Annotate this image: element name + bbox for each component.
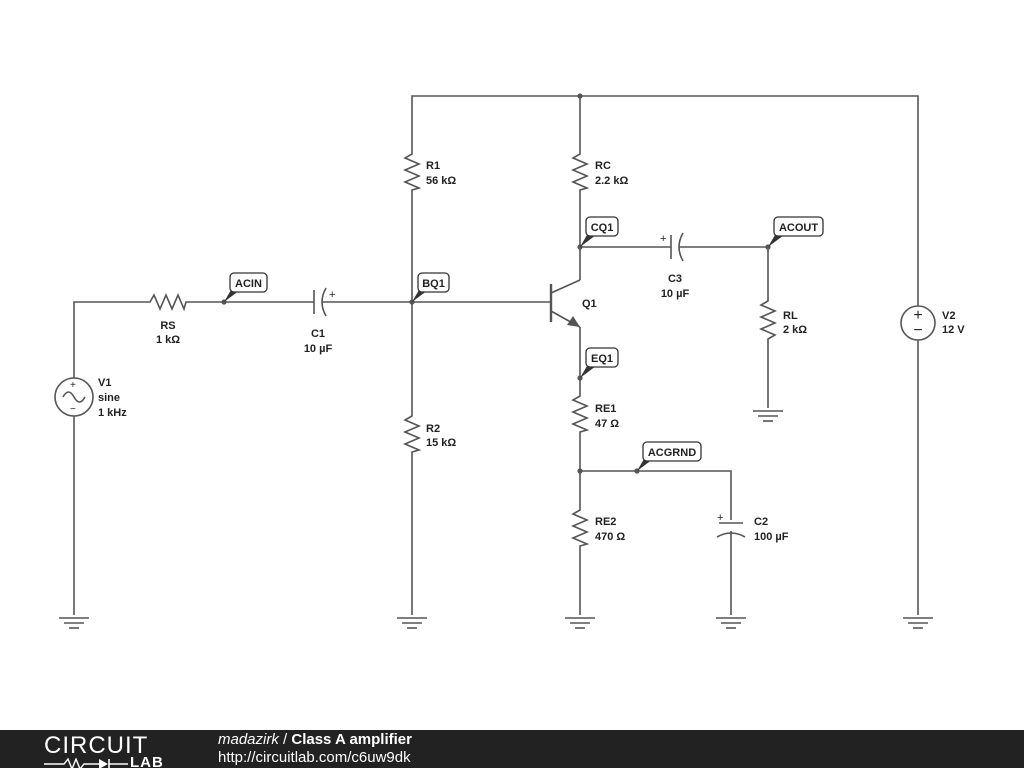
source-v1[interactable]: + − V1 sine 1 kHz — [54, 377, 127, 419]
r2-value: 15 kΩ — [426, 437, 456, 449]
footer-title-line: madazirk / Class A amplifier — [218, 731, 412, 748]
junction-dot — [577, 468, 583, 474]
circuit-schematic: RS 1 kΩ R1 56 kΩ R2 15 kΩ RC 2.2 kΩ RL 2… — [54, 93, 965, 629]
c3-value: 10 µF — [661, 288, 690, 300]
rc-name: RC — [595, 160, 611, 172]
capacitor-c1[interactable]: + C1 10 µF — [304, 287, 336, 355]
resistor-zigzag — [570, 506, 590, 550]
resistor-re1[interactable]: RE1 47 Ω — [570, 392, 619, 436]
acgrnd-wire — [580, 470, 732, 520]
ground-icon — [753, 410, 783, 422]
source-v2[interactable]: + − V2 12 V — [900, 305, 965, 341]
resistor-r1[interactable]: R1 56 kΩ — [402, 150, 456, 194]
acout-label: ACOUT — [779, 222, 818, 234]
re2-name: RE2 — [595, 516, 616, 528]
c1-plus-sign: + — [329, 289, 335, 301]
net-label-acout[interactable]: ACOUT — [768, 216, 824, 247]
v2-name: V2 — [942, 310, 955, 322]
net-label-acgrnd[interactable]: ACGRND — [637, 441, 702, 471]
capacitor-c3[interactable]: + C3 10 µF — [660, 232, 690, 300]
c2-name: C2 — [754, 516, 768, 528]
re1-name: RE1 — [595, 403, 616, 415]
rl-name: RL — [783, 310, 798, 322]
circuit-url-link[interactable]: http://circuitlab.com/c6uw9dk — [218, 749, 411, 766]
ground-icon — [903, 617, 933, 629]
rs-value: 1 kΩ — [156, 334, 180, 346]
capacitor-c2[interactable]: + C2 100 µF — [716, 512, 789, 543]
ground-symbols — [59, 410, 933, 629]
footer-bar: CIRCUIT LAB madazirk / Class A amplifier… — [0, 730, 1024, 771]
v2-value: 12 V — [942, 324, 965, 336]
resistor-re2[interactable]: RE2 470 Ω — [570, 506, 625, 550]
circuitlab-logo[interactable]: CIRCUIT LAB — [44, 732, 163, 771]
resistor-zigzag — [758, 297, 778, 343]
source-circle — [900, 305, 936, 341]
c1-value: 10 µF — [304, 343, 333, 355]
v1-type: sine — [98, 392, 120, 404]
circuit-title: Class A amplifier — [291, 731, 412, 748]
q1-name: Q1 — [582, 298, 597, 310]
bq1-label: BQ1 — [422, 278, 445, 290]
resistor-rs[interactable]: RS 1 kΩ — [146, 292, 190, 346]
sine-wave-icon — [62, 391, 86, 403]
rl-value: 2 kΩ — [783, 324, 807, 336]
capacitor-curved-plate — [716, 532, 746, 538]
capacitor-curved-plate — [678, 232, 684, 262]
logo-top-text: CIRCUIT — [44, 732, 149, 759]
ground-icon — [59, 617, 89, 629]
wires — [73, 95, 919, 615]
r1-name: R1 — [426, 160, 440, 172]
v2-minus-sign: − — [913, 322, 922, 339]
transistor-emitter-arrow — [567, 316, 580, 327]
c3-name: C3 — [668, 273, 682, 285]
r1-value: 56 kΩ — [426, 175, 456, 187]
r2-name: R2 — [426, 423, 440, 435]
transistor-collector-lead — [550, 279, 581, 294]
acin-label: ACIN — [235, 278, 262, 290]
junction-dot — [577, 93, 583, 99]
transistor-emitter-join — [575, 324, 581, 328]
source-circle — [54, 377, 94, 417]
title-separator: / — [283, 731, 288, 748]
v1-name: V1 — [98, 377, 111, 389]
ground-icon — [565, 617, 595, 629]
logo-bottom-text: LAB — [130, 754, 164, 771]
net-label-cq1[interactable]: CQ1 — [580, 216, 619, 247]
v1-minus-sign: − — [70, 404, 76, 415]
net-label-acin[interactable]: ACIN — [224, 272, 268, 302]
c1-name: C1 — [311, 328, 325, 340]
resistor-zigzag — [402, 412, 422, 456]
ground-icon — [397, 617, 427, 629]
resistor-rc[interactable]: RC 2.2 kΩ — [570, 150, 628, 194]
resistor-zigzag — [146, 292, 190, 312]
resistor-zigzag — [570, 392, 590, 436]
author-link[interactable]: madazirk — [218, 731, 279, 748]
rs-name: RS — [160, 320, 175, 332]
resistor-zigzag — [402, 150, 422, 194]
v1-plus-sign: + — [70, 380, 76, 391]
rc-value: 2.2 kΩ — [595, 175, 628, 187]
logo-waveform-icon — [44, 758, 128, 770]
net-label-bq1[interactable]: BQ1 — [412, 272, 450, 302]
re2-value: 470 Ω — [595, 531, 625, 543]
net-label-eq1[interactable]: EQ1 — [580, 347, 619, 378]
eq1-label: EQ1 — [591, 353, 613, 365]
re1-value: 47 Ω — [595, 418, 619, 430]
resistor-r2[interactable]: R2 15 kΩ — [402, 412, 456, 456]
top-rail-wire — [411, 95, 919, 306]
acgrnd-label: ACGRND — [648, 447, 696, 459]
v1-top-wire — [73, 301, 146, 378]
transistor-q1[interactable]: Q1 — [549, 279, 597, 328]
junctions — [221, 93, 771, 474]
ground-icon — [716, 617, 746, 629]
c2-value: 100 µF — [754, 531, 789, 543]
v1-frequency: 1 kHz — [98, 407, 127, 419]
capacitor-curved-plate — [321, 287, 327, 317]
c3-plus-sign: + — [660, 233, 666, 245]
resistor-zigzag — [570, 150, 590, 194]
cq1-label: CQ1 — [591, 222, 614, 234]
c2-plus-sign: + — [717, 512, 723, 524]
v2-plus-sign: + — [913, 307, 922, 324]
resistor-rl[interactable]: RL 2 kΩ — [758, 297, 807, 343]
